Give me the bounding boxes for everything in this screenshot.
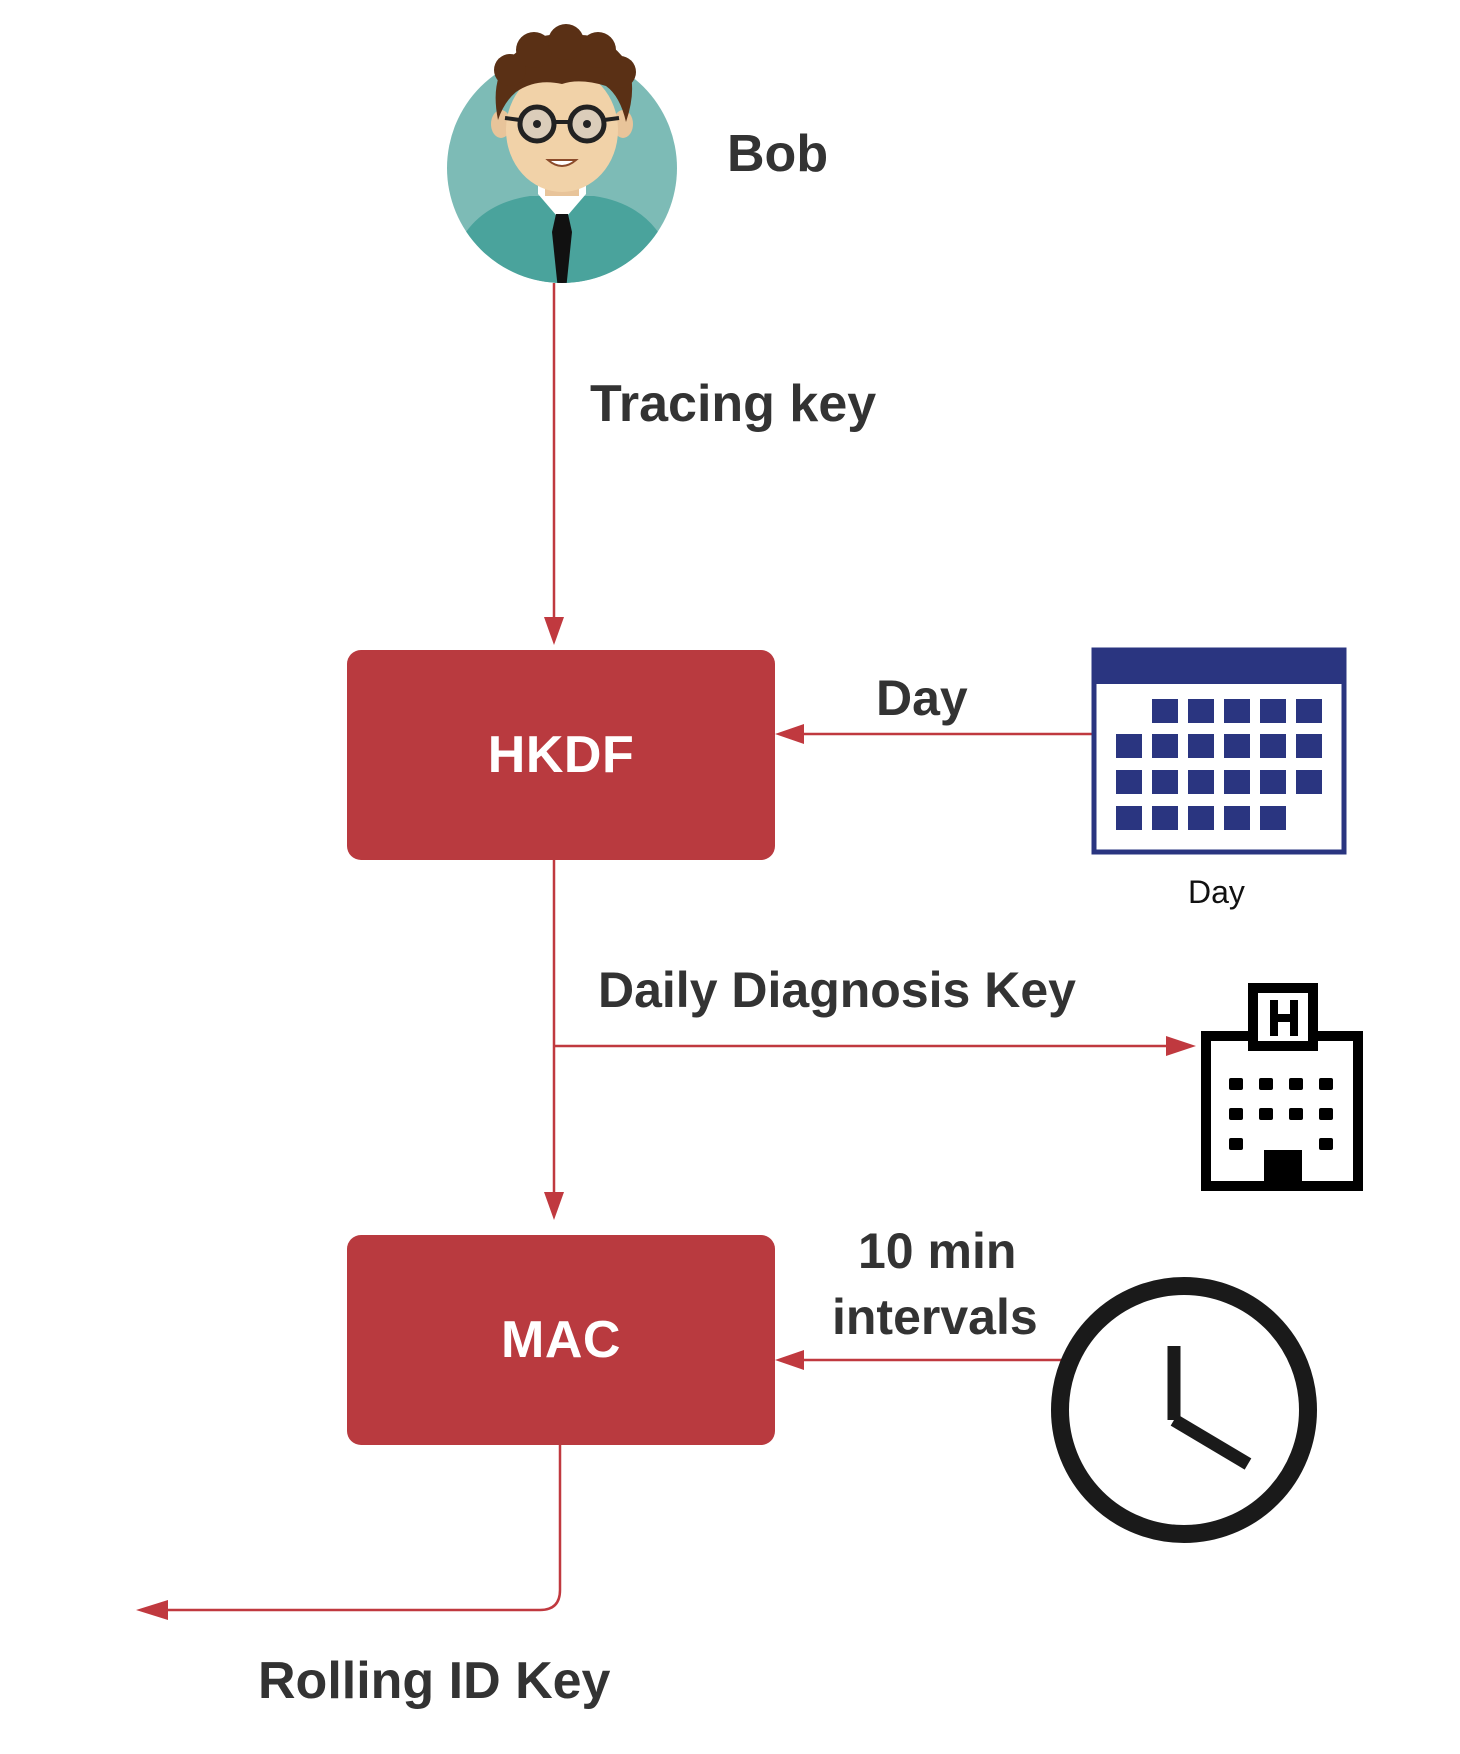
interval-label-line2: intervals: [832, 1289, 1038, 1345]
day-edge-label: Day: [876, 670, 968, 726]
calendar-icon: [1091, 647, 1347, 855]
tracing-key-label: Tracing key: [590, 375, 877, 433]
interval-arrow: [775, 1350, 1080, 1370]
person-avatar-icon: [447, 24, 677, 283]
daily-diagnosis-key-arrow: [544, 858, 1196, 1220]
mac-box: MAC: [347, 1235, 775, 1445]
calendar-caption: Day: [1188, 874, 1245, 910]
clock-icon: [1051, 1277, 1317, 1543]
tracing-key-arrow: [544, 283, 564, 645]
hospital-icon: [1201, 983, 1363, 1191]
hkdf-box: HKDF: [347, 650, 775, 860]
day-arrow: [775, 724, 1092, 744]
person-name-label: Bob: [727, 125, 829, 183]
hkdf-label: HKDF: [487, 726, 635, 784]
rolling-id-key-label: Rolling ID Key: [258, 1652, 611, 1710]
rolling-id-key-arrow: [136, 1442, 562, 1620]
daily-diagnosis-key-label: Daily Diagnosis Key: [598, 962, 1076, 1018]
interval-label-line1: 10 min: [858, 1223, 1017, 1279]
mac-label: MAC: [501, 1311, 621, 1369]
